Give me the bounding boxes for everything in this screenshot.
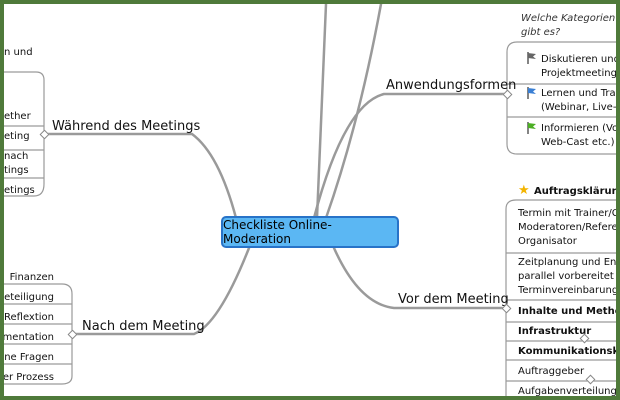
list-item[interactable]: etings [4, 185, 35, 196]
list-item[interactable]: eting [4, 131, 30, 142]
connector-lines [4, 4, 616, 396]
item-auftraggeber[interactable]: Auftraggeber [518, 366, 585, 377]
list-item[interactable]: nach [4, 151, 29, 162]
list-item-prozess[interactable]: rer Prozess [0, 372, 54, 383]
item-auftragsklaerung[interactable]: Auftragsklärung [534, 186, 620, 197]
item-aufgabenverteilung[interactable]: Aufgabenverteilung T [518, 386, 620, 397]
item-inhalte-und-methoden[interactable]: Inhalte und Methoden [518, 306, 616, 317]
item-lernen-2: (Webinar, Live-O [541, 102, 620, 113]
central-topic-label: Checkliste Online-Moderation [223, 218, 332, 246]
item-termin-2: Moderatoren/Referen [518, 222, 620, 233]
item-zeitplanung-2: parallel vorbereitet w [518, 271, 620, 282]
item-zeitplanung[interactable]: Zeitplanung und Ents [518, 257, 620, 268]
question-note-2: gibt es? [521, 27, 561, 38]
list-item-finanzen[interactable]: Finanzen [9, 272, 54, 283]
item-diskutieren-2: Projektmeeting, V [541, 68, 620, 79]
item-diskutieren[interactable]: Diskutieren und E [541, 54, 620, 65]
item-lernen[interactable]: Lernen und Train [541, 88, 620, 99]
branch-waehrend-des-meetings[interactable]: Während des Meetings [52, 119, 201, 134]
list-item-offene-fragen[interactable]: ene Fragen [0, 352, 54, 363]
branch-anwendungsformen[interactable]: Anwendungsformen [386, 78, 517, 93]
item-termin[interactable]: Termin mit Trainer/Co [518, 208, 620, 219]
list-item-reflextion[interactable]: Reflextion [4, 312, 54, 323]
branch-nach-dem-meeting[interactable]: Nach dem Meeting [82, 319, 205, 334]
item-informieren-2: Web-Cast etc.) [541, 137, 615, 148]
flag-green-icon [527, 122, 536, 134]
item-kommunikationskonzept[interactable]: Kommunikationskonz [518, 346, 619, 357]
star-icon: ★ [518, 183, 530, 198]
list-item-dokumentation[interactable]: kumentation [2, 332, 54, 343]
item-zeitplanung-3: Terminvereinbarung!) [518, 285, 620, 296]
central-topic[interactable]: Checkliste Online-Moderation [221, 216, 399, 248]
list-item[interactable]: tings [4, 165, 29, 176]
item-informieren[interactable]: Informieren (Vort [541, 123, 620, 134]
branch-vor-dem-meeting[interactable]: Vor dem Meeting [398, 292, 509, 307]
list-item[interactable]: ether [4, 111, 31, 122]
list-item[interactable]: n und [4, 47, 33, 58]
flag-gray-icon [527, 52, 536, 64]
flag-blue-icon [527, 87, 536, 99]
list-item-beteiligung[interactable]: Beteiligung [0, 292, 54, 303]
item-infrastruktur[interactable]: Infrastruktur [518, 326, 592, 337]
item-termin-3: Organisator [518, 236, 577, 247]
question-note: Welche Kategorien w [521, 13, 620, 24]
